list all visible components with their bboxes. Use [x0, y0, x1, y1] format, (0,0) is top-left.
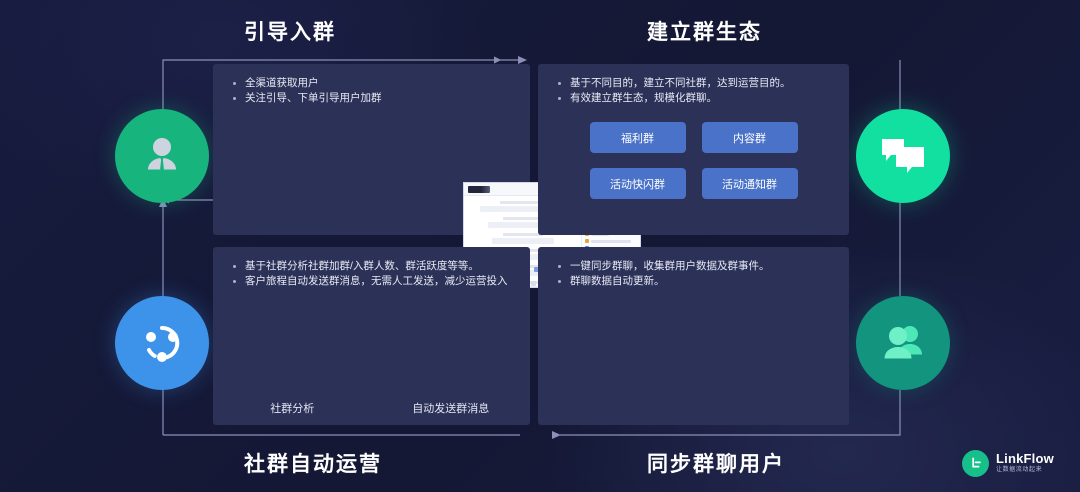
- list-item: [585, 239, 637, 243]
- heading-sync-group-users: 同步群聊用户: [647, 453, 785, 476]
- panel-community-automation: 基于社群分析社群加群/入群人数、群活跃度等等。 客户旅程自动发送群消息，无需人工…: [213, 247, 530, 425]
- brand-name: LinkFlow: [996, 451, 1054, 466]
- panel-guide-into-group: 全渠道获取用户 关注引导、下单引导用户加群: [213, 64, 641, 288]
- list-item: 一键同步群聊，收集群用户数据及群事件。: [556, 259, 835, 274]
- tag-button-flash-event-group[interactable]: 活动快闪群: [589, 168, 686, 199]
- panel-build-group-ecosystem: 基于不同目的，建立不同社群，达到运营目的。 有效建立群生态，规模化群聊。 福利群…: [538, 64, 849, 235]
- linkflow-mark-icon: [962, 450, 989, 477]
- brand-text: LinkFlow 让数据流动起来: [996, 452, 1054, 475]
- bullet-list: 全渠道获取用户 关注引导、下单引导用户加群: [213, 64, 530, 106]
- heading-build-group-ecosystem: 建立群生态: [647, 21, 762, 44]
- list-item: 客户旅程自动发送群消息，无需人工发送，减少运营投入: [231, 274, 516, 289]
- list-item: 关注引导、下单引导用户加群: [231, 91, 516, 106]
- caption-row: 社群分析 自动发送群消息: [213, 400, 530, 416]
- window-logo: [468, 185, 490, 193]
- message-item: [464, 201, 581, 212]
- brand-logo: LinkFlow 让数据流动起来: [962, 450, 1054, 477]
- caption-auto-send-message: 自动发送群消息: [412, 403, 490, 415]
- panel-sync-group-users: 一键同步群聊，收集群用户数据及群事件。 群聊数据自动更新。: [538, 247, 849, 425]
- tag-button-event-notice-group[interactable]: 活动通知群: [701, 168, 798, 199]
- bullet-list: 一键同步群聊，收集群用户数据及群事件。 群聊数据自动更新。: [538, 247, 849, 289]
- group-users-icon: [856, 296, 950, 390]
- list-item: 群聊数据自动更新。: [556, 274, 835, 289]
- brand-tagline: 让数据流动起来: [996, 467, 1043, 473]
- list-item: 全渠道获取用户: [231, 76, 516, 91]
- tag-button-content-group[interactable]: 内容群: [701, 122, 798, 153]
- group-type-buttons: 福利群 内容群 活动快闪群 活动通知群: [589, 122, 798, 199]
- network-share-icon: [115, 296, 209, 390]
- bullet-list: 基于社群分析社群加群/入群人数、群活跃度等等。 客户旅程自动发送群消息，无需人工…: [213, 247, 530, 289]
- list-item: 基于不同目的，建立不同社群，达到运营目的。: [556, 76, 835, 91]
- list-item: 有效建立群生态，规模化群聊。: [556, 91, 835, 106]
- message-item: [464, 217, 581, 228]
- bullet-list: 基于不同目的，建立不同社群，达到运营目的。 有效建立群生态，规模化群聊。: [538, 64, 849, 106]
- message-item: [464, 233, 581, 244]
- caption-community-analysis: 社群分析: [270, 403, 315, 415]
- chat-bubbles-icon: [856, 109, 950, 203]
- user-tie-icon: [115, 109, 209, 203]
- list-item: 基于社群分析社群加群/入群人数、群活跃度等等。: [231, 259, 516, 274]
- heading-guide-into-group: 引导入群: [244, 21, 336, 44]
- heading-community-automation: 社群自动运营: [244, 453, 382, 476]
- tag-button-welfare-group[interactable]: 福利群: [589, 122, 686, 153]
